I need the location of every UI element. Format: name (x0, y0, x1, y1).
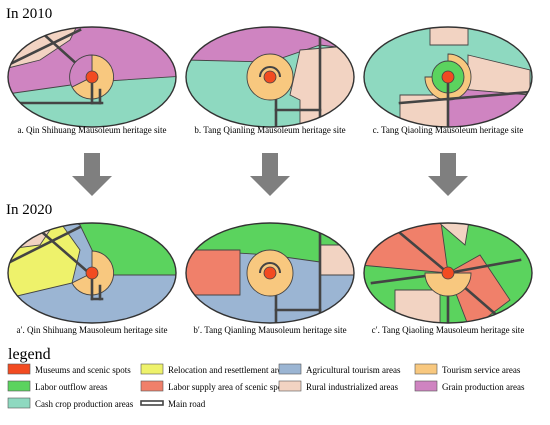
legend-swatch (278, 380, 302, 392)
legend-item: Main road (140, 399, 206, 409)
legend-label: Relocation and resettlement areas (168, 365, 290, 375)
map-a-qin-shihuang-2020 (7, 222, 177, 324)
caption-c2: c′. Tang Qiaoling Mausoleum heritage sit… (372, 325, 525, 335)
labor-supply-region (186, 249, 241, 296)
legend-label: Agricultural tourism areas (306, 365, 401, 375)
rural-industrial-region (289, 44, 354, 127)
caption-b2: b′. Tang Qianling Mausoleum heritage sit… (193, 325, 346, 335)
legend-label: Labor outflow areas (35, 382, 108, 392)
legend-item: Relocation and resettlement areas (140, 363, 290, 375)
caption-c: c. Tang Qiaoling Mausoleum heritage site (373, 125, 524, 135)
legend-label: Rural industrialized areas (306, 382, 398, 392)
arrow-down-icon (250, 153, 290, 196)
legend: Museums and scenic spots Relocation and r… (7, 363, 525, 409)
legend-swatch (278, 363, 302, 375)
legend-item: Rural industrialized areas (278, 380, 398, 392)
legend-item: Cash crop production areas (7, 397, 134, 409)
legend-title: legend (8, 346, 51, 363)
legend-label: Main road (168, 399, 206, 409)
tourism-service-ring (424, 272, 472, 297)
road (446, 258, 522, 275)
legend-swatch (414, 380, 438, 392)
legend-label: Grain production areas (442, 382, 525, 392)
legend-swatch (7, 380, 31, 392)
caption-a2: a′. Qin Shihuang Mausoleum heritage site (17, 325, 168, 335)
museum-marker (85, 266, 99, 280)
title-2020: In 2020 (6, 202, 52, 218)
museum-marker (85, 70, 99, 84)
legend-swatch (7, 397, 31, 409)
road (398, 90, 532, 105)
road (8, 225, 82, 264)
map-b-tang-qianling-2020 (185, 222, 355, 324)
museum-marker (263, 70, 277, 84)
map-c-tang-qiaoling-2010 (363, 26, 533, 128)
legend-label: Cash crop production areas (35, 399, 134, 409)
legend-item: Agricultural tourism areas (278, 363, 401, 375)
arrow-down-icon (72, 153, 112, 196)
legend-swatch (414, 363, 438, 375)
caption-a: a. Qin Shihuang Mausoleum heritage site (18, 125, 167, 135)
legend-swatch (140, 380, 164, 392)
map-a-qin-shihuang-2010 (7, 26, 177, 128)
legend-label: Tourism service areas (442, 365, 521, 375)
arrow-down-icon (428, 153, 468, 196)
legend-swatch (140, 363, 164, 375)
road (398, 231, 450, 275)
map-b-tang-qianling-2010 (185, 26, 355, 128)
legend-item: Museums and scenic spots (7, 363, 131, 375)
legend-item: Labor supply area of scenic spots (140, 380, 289, 392)
legend-swatch (7, 363, 31, 375)
legend-swatch (140, 400, 164, 406)
map-c-tang-qiaoling-2020 (363, 222, 533, 324)
museum-marker (441, 70, 455, 84)
legend-item: Grain production areas (414, 380, 525, 392)
title-2010: In 2010 (6, 6, 52, 22)
museum-marker (441, 266, 455, 280)
caption-b: b. Tang Qianling Mausoleum heritage site (194, 125, 345, 135)
legend-label: Labor supply area of scenic spots (168, 382, 289, 392)
museum-marker (263, 266, 277, 280)
legend-item: Tourism service areas (414, 363, 521, 375)
legend-label: Museums and scenic spots (35, 365, 131, 375)
legend-item: Labor outflow areas (7, 380, 108, 392)
road (8, 28, 82, 66)
rural-industrial-region (429, 27, 469, 46)
